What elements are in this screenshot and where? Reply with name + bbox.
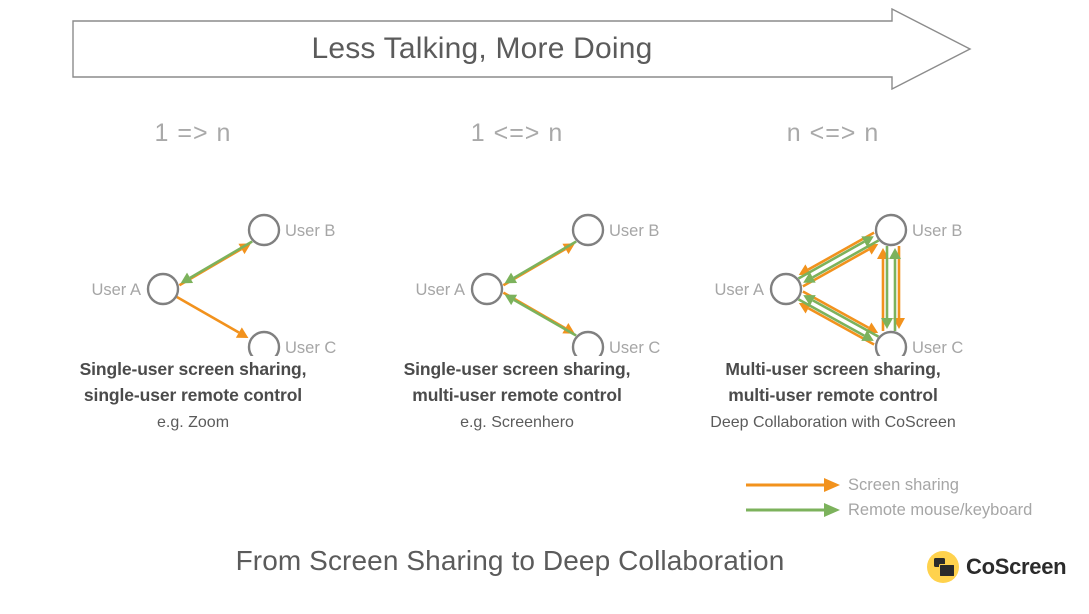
node-user-c bbox=[571, 330, 605, 364]
edge-remote_control-a-c bbox=[797, 298, 865, 337]
legend-label-screen-sharing: Screen sharing bbox=[848, 476, 959, 494]
node-user-c bbox=[247, 330, 281, 364]
diagram-graph-2: User A User B User C bbox=[415, 213, 660, 364]
diagram-2: User A User B User C bbox=[352, 151, 682, 364]
edge-remote_control-a-b bbox=[797, 240, 865, 280]
column-heading-3: n <=> n bbox=[786, 119, 880, 147]
caption-bold-line: multi-user remote control bbox=[728, 385, 938, 405]
node-label: User C bbox=[609, 339, 660, 356]
legend-arrow-remote-control-icon bbox=[746, 503, 840, 517]
node-label: User C bbox=[285, 339, 336, 356]
caption-bold-line: Multi-user screen sharing, bbox=[725, 359, 941, 379]
coscreen-brand-name: CoScreen bbox=[966, 554, 1067, 579]
edge-remote_control-c-a bbox=[513, 298, 577, 337]
node-label: User A bbox=[415, 281, 465, 299]
arrowhead-remote_control-c-b bbox=[889, 248, 901, 259]
caption-bold-3: Multi-user screen sharing, multi-user re… bbox=[668, 356, 998, 408]
diagram-1: User A User B User C bbox=[28, 151, 358, 364]
arrowhead-screen_sharing-a-b bbox=[238, 243, 251, 255]
arrowhead-remote_control-c-a bbox=[803, 295, 816, 306]
diagram-graph-3: User A User B User C bbox=[714, 213, 963, 364]
arrowhead-remote_control-b-a bbox=[180, 272, 194, 284]
column-heading-2: 1 <=> n bbox=[470, 119, 564, 147]
legend-arrow-screen-sharing-icon bbox=[746, 478, 840, 492]
arrowhead-remote_control-b-a bbox=[504, 272, 518, 284]
diagram-graph-1: User A User B User C bbox=[91, 213, 336, 364]
arrowhead-remote_control-b-c bbox=[881, 318, 893, 329]
node-label: User B bbox=[609, 222, 659, 240]
arrowhead-remote_control-b-a bbox=[803, 272, 816, 283]
caption-bold-line: multi-user remote control bbox=[412, 385, 622, 405]
banner-title: Less Talking, More Doing bbox=[311, 32, 653, 65]
node-user-b bbox=[874, 213, 908, 247]
caption-sub-2: e.g. Screenhero bbox=[460, 414, 574, 431]
node-user-c bbox=[874, 330, 908, 364]
arrowhead-screen_sharing-a-c bbox=[235, 327, 249, 339]
caption-sub-1: e.g. Zoom bbox=[156, 414, 230, 431]
node-label: User B bbox=[912, 222, 962, 240]
caption-bold-2: Single-user screen sharing, multi-user r… bbox=[352, 356, 682, 408]
coscreen-logo-icon bbox=[927, 551, 959, 583]
legend-label-remote-control: Remote mouse/keyboard bbox=[848, 501, 1033, 519]
caption-sub-3: Deep Collaboration with CoScreen bbox=[710, 414, 956, 431]
footer-caption: From Screen Sharing to Deep Collaboratio… bbox=[235, 545, 785, 576]
legend: Screen sharing Remote mouse/keyboard bbox=[744, 474, 1064, 530]
diagram-column-3: n <=> n User A User B User C Multi-user sc… bbox=[668, 115, 998, 460]
node-user-a bbox=[146, 272, 180, 306]
node-label: User A bbox=[714, 281, 764, 299]
caption-bold-1: Single-user screen sharing, single-user … bbox=[28, 356, 358, 408]
arrowhead-remote_control-c-a bbox=[504, 294, 518, 306]
banner-arrow: Less Talking, More Doing bbox=[72, 7, 972, 91]
arrowhead-screen_sharing-a-b bbox=[562, 243, 575, 255]
arrowhead-remote_control-a-c bbox=[861, 330, 874, 341]
diagram-3: User A User B User C bbox=[668, 151, 998, 364]
banner-arrow-outline bbox=[72, 7, 972, 91]
column-heading-1: 1 => n bbox=[154, 119, 232, 147]
diagram-column-2: 1 <=> n User A User B User C Single-user s… bbox=[352, 115, 682, 460]
legend-row-screen-sharing: Screen sharing bbox=[744, 474, 1064, 499]
logo-window-back-icon bbox=[934, 558, 945, 567]
diagram-column-1: 1 => n User A User B User C Single-user sc… bbox=[28, 115, 358, 460]
edge-remote_control-b-a bbox=[189, 240, 253, 279]
legend-row-remote-control: Remote mouse/keyboard bbox=[744, 499, 1064, 524]
caption-bold-line: single-user remote control bbox=[83, 385, 303, 405]
edge-remote_control-b-a bbox=[513, 240, 577, 279]
node-label: User B bbox=[285, 222, 335, 240]
edge-remote_control-c-a bbox=[812, 299, 880, 338]
banner-arrow-shape bbox=[72, 7, 972, 91]
caption-bold-line: Single-user screen sharing, bbox=[403, 359, 631, 379]
arrowhead-remote_control-a-b bbox=[861, 236, 874, 247]
node-user-b bbox=[247, 213, 281, 247]
coscreen-logo: CoScreen bbox=[927, 551, 1067, 583]
node-user-a bbox=[470, 272, 504, 306]
edge-remote_control-b-a bbox=[812, 239, 880, 279]
node-user-b bbox=[571, 213, 605, 247]
node-label: User C bbox=[912, 339, 963, 356]
logo-window-front-icon bbox=[939, 564, 955, 577]
node-label: User A bbox=[91, 281, 141, 299]
edge-screen_sharing-a-c bbox=[176, 295, 240, 334]
caption-bold-line: Single-user screen sharing, bbox=[79, 359, 307, 379]
node-user-a bbox=[769, 272, 803, 306]
arrowhead-screen_sharing-a-c bbox=[562, 323, 575, 334]
